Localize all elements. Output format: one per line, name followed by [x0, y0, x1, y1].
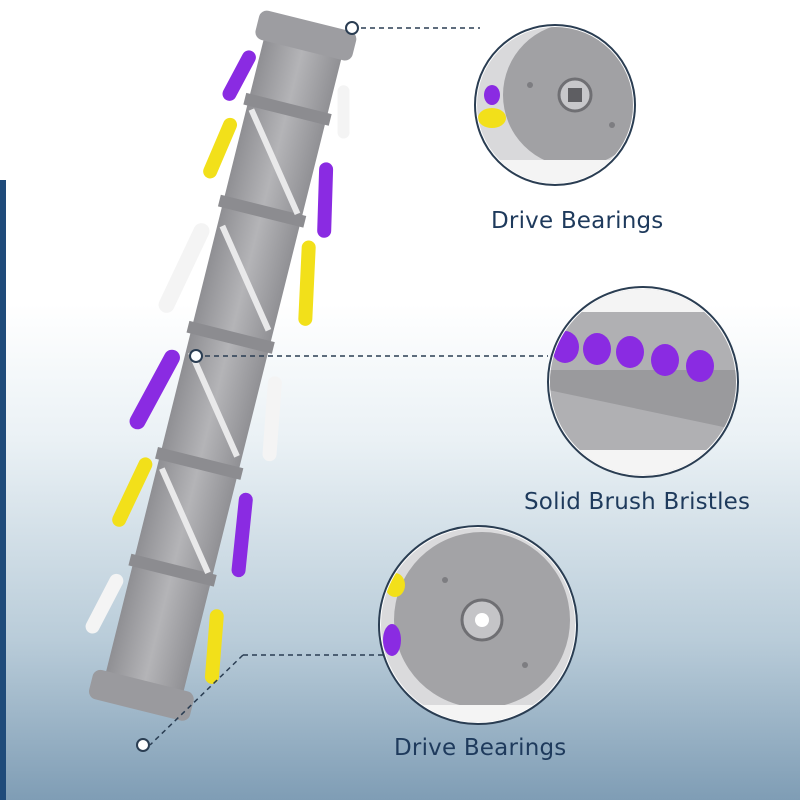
drive-bearing-closeup-image-2	[378, 525, 578, 725]
callout-label-drive-bearings-bottom: Drive Bearings	[394, 735, 567, 761]
drive-bearing-closeup-image	[474, 24, 636, 186]
callout-label-solid-brush-bristles: Solid Brush Bristles	[524, 489, 751, 515]
callout-lines	[149, 27, 548, 746]
bristles-closeup-image	[547, 286, 739, 478]
callout-dots	[136, 21, 359, 752]
brush-roll-image	[85, 10, 357, 721]
callout-label-drive-bearings-top: Drive Bearings	[491, 208, 664, 234]
left-accent-bar	[0, 180, 6, 800]
